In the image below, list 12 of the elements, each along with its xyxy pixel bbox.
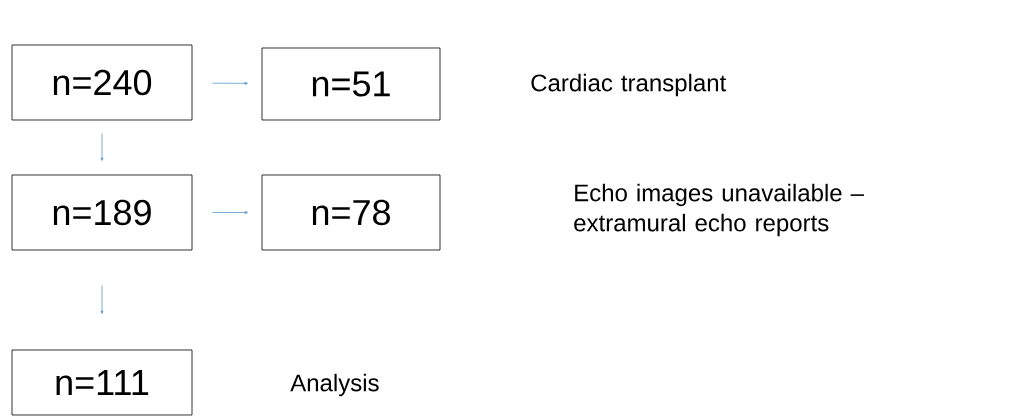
count-box: n=78: [261, 174, 441, 251]
side-label: Cardiac transplant: [531, 73, 727, 97]
side-label: Echo images unavailable – extramural echo reports: [574, 183, 864, 237]
count-box: n=111: [11, 349, 193, 416]
count-box: n=240: [11, 44, 193, 121]
arrow: [212, 211, 248, 214]
side-label: Analysis: [290, 373, 379, 397]
arrow: [100, 133, 104, 161]
arrow: [100, 285, 104, 314]
arrow: [212, 81, 248, 85]
count-box: n=51: [261, 47, 441, 121]
count-box: n=189: [11, 174, 193, 251]
